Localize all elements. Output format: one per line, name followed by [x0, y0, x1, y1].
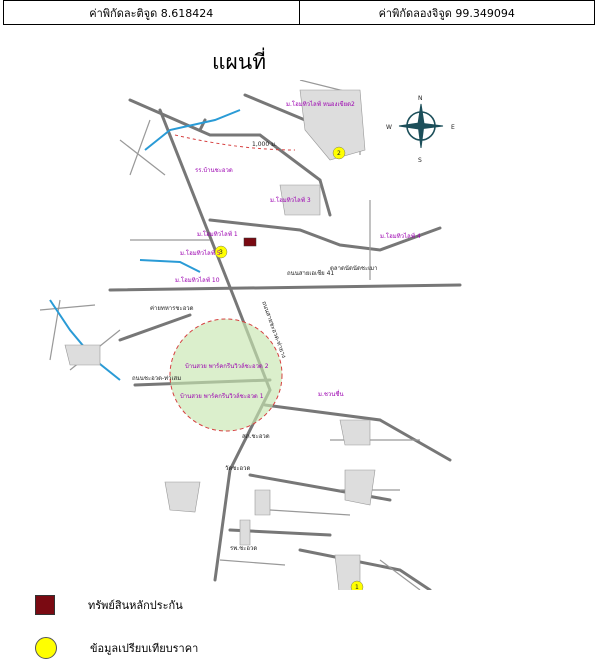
comparable-marker-2 — [332, 146, 346, 160]
label-market: ตลาดนัดนัดชะเมา — [330, 265, 378, 272]
label-school: รร.บ้านชะอวด — [195, 167, 233, 174]
longitude-cell: ค่าพิกัดลองจิจูด 99.349094 — [298, 1, 595, 24]
label-highway: ถนนสายเอเชีย 41 — [287, 269, 334, 277]
label-village-1: ม.โฮมทิวไลฟ์ 1 — [197, 230, 238, 238]
label-village-4: ม.โฮมทิวไลฟ์ 4 — [380, 232, 421, 240]
label-village-10: ม.โฮมทิวไลฟ์ 10 — [175, 276, 220, 284]
label-temple: วัดชะอวด — [225, 465, 251, 472]
latitude-cell: ค่าพิกัดละติจูด 8.618424 — [89, 6, 214, 20]
label-village-3: ม.โฮมทิวไลฟ์ 3 — [270, 196, 311, 204]
label-village-2: ม.โฮมทิวไลฟ์ หนองเขียด2 — [286, 100, 355, 108]
legend-collateral: ทรัพย์สินหลักประกัน — [35, 595, 183, 615]
comparable-label-2: 2 — [337, 150, 341, 157]
comparable-label-1: 1 — [355, 584, 359, 590]
compass-rose — [398, 103, 444, 149]
compass-east: E — [451, 124, 455, 131]
comparable-swatch — [35, 637, 57, 659]
compass-south: S — [418, 157, 422, 164]
legend-comparable-label: ข้อมูลเปรียบเทียบราคา — [90, 642, 199, 655]
legend-comparable: ข้อมูลเปรียบเทียบราคา — [35, 637, 198, 659]
label-village-5: ม.โฮมทิวไลฟ์ 5 — [180, 249, 221, 257]
location-map: N S E W 2 3 1 ม.โฮมทิวไลฟ์ หนองเขียด2 1,… — [39, 80, 462, 590]
label-village-chuan: ม.ชวนชื่น — [318, 390, 344, 398]
comparable-marker-1 — [350, 580, 364, 590]
scale-arc — [174, 134, 296, 151]
label-village-ta: บ้านสวย พาร์คกรีนวิวล์ชะอวด 2 — [185, 362, 269, 370]
comparable-marker-3 — [214, 245, 228, 259]
label-scale: 1,000 ม. — [252, 141, 277, 148]
label-hospital: รพ.ชะอวด — [230, 545, 257, 552]
search-radius-circle — [169, 318, 283, 432]
compass-north: N — [418, 95, 423, 102]
label-police: สภ.ชะอวด — [242, 433, 270, 440]
legend-collateral-label: ทรัพย์สินหลักประกัน — [88, 599, 183, 612]
map-title: แผนที่ — [212, 50, 267, 74]
collateral-marker — [243, 237, 257, 247]
coordinates-header: ค่าพิกัดละติจูด 8.618424 ค่าพิกัดลองจิจู… — [3, 0, 595, 25]
road-network — [108, 93, 462, 590]
label-road-2: ถนนชะอวด-ท่าเสม — [132, 375, 181, 382]
compass-west: W — [386, 124, 392, 131]
comparable-label-3: 3 — [219, 249, 223, 256]
label-camp: ค่ายทหารชะอวด — [150, 305, 194, 312]
village-blocks — [64, 89, 376, 590]
collateral-swatch — [35, 595, 55, 615]
label-village-tb: บ้านสวย พาร์คกรีนวิวล์ชะอวด 1 — [180, 392, 264, 400]
